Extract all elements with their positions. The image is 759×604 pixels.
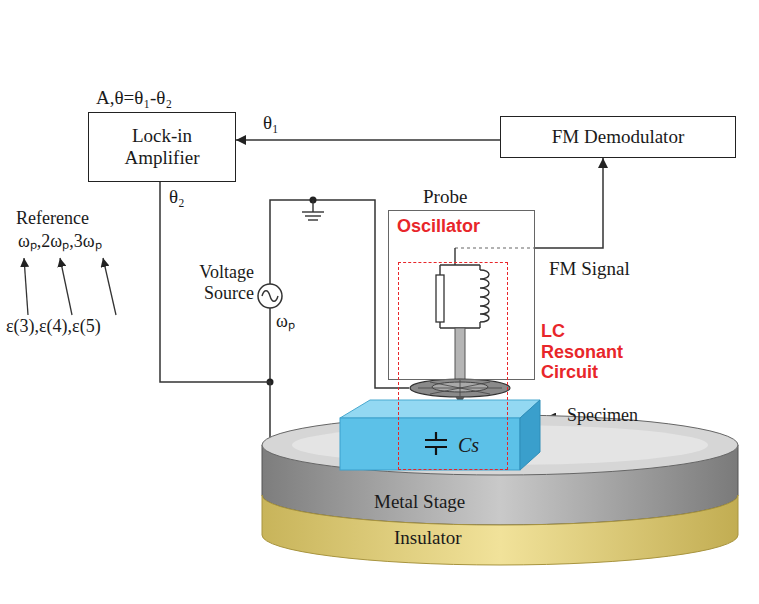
node-text: Oscillator (397, 216, 480, 237)
node-text: Lock-in Amplifier (102, 125, 222, 169)
label-text: Voltage Source (182, 262, 254, 303)
edge-label: θ₁ (262, 112, 280, 134)
capacitor-symbol (425, 432, 447, 455)
connector (160, 182, 270, 437)
slab-shape (338, 398, 543, 474)
node-text: LC Resonant Circuit (541, 321, 623, 383)
text-slot: Cs (458, 434, 479, 457)
text-slot: FM Demodulator (501, 117, 735, 157)
leader-arrow (24, 258, 28, 315)
leader-arrow (103, 258, 116, 315)
label-slot: ωₚ (276, 311, 295, 332)
connector (236, 139, 500, 141)
lc-circuit-symbol (436, 248, 535, 380)
band-shape (262, 495, 738, 570)
node-text: A,θ=θ₁-θ₂ (96, 87, 172, 109)
specimen-block: Cs (338, 398, 543, 474)
node-text: Cs (458, 434, 479, 457)
connector (535, 158, 603, 248)
node-text: Probe (423, 186, 467, 208)
label-slot: Voltage Source (182, 262, 254, 303)
node-text: Metal Stage (374, 491, 465, 513)
leader-arrow (60, 258, 72, 315)
voltage-source-symbol (258, 284, 282, 308)
text-slot: A,θ=θ₁-θ₂ (96, 87, 172, 109)
text-slot: Lock-in Amplifier (89, 113, 235, 181)
insulator-band: Insulator (262, 495, 738, 570)
reference-arrows (24, 258, 116, 315)
label-slot: ωₚ,2ωₚ,3ωₚ (18, 231, 102, 252)
edge-label-slot: FM Signal (548, 258, 631, 280)
label-text: ωₚ (276, 311, 295, 332)
lockin-box: A,θ=θ₁-θ₂Lock-in Amplifier (88, 112, 236, 182)
label-text: Reference (16, 208, 89, 229)
label-text: ωₚ,2ωₚ,3ωₚ (18, 231, 102, 252)
edge-label: θ₂ (168, 186, 186, 208)
text-slot: Oscillator (397, 216, 480, 237)
lc-region: LC Resonant Circuit (398, 262, 508, 470)
label-slot: Reference (16, 208, 89, 229)
label-slot: ε(3),ε(4),ε(5) (6, 316, 101, 337)
text-slot: Metal Stage (374, 491, 465, 513)
edge-label: FM Signal (548, 258, 631, 280)
wire (269, 308, 271, 382)
label-text: ε(3),ε(4),ε(5) (6, 316, 101, 337)
edge-label-slot: θ₁ (262, 112, 280, 134)
ground-symbol (302, 197, 324, 221)
text-slot: Insulator (394, 527, 462, 549)
text-slot: LC Resonant Circuit (541, 321, 623, 383)
demodulator-box: FM Demodulator (500, 116, 736, 158)
probe-box: ProbeOscillator (388, 210, 535, 380)
node-text: FM Demodulator (552, 126, 684, 148)
edge-label-slot: θ₂ (168, 186, 186, 208)
node-text: Insulator (394, 527, 462, 549)
text-slot: Probe (423, 186, 467, 208)
